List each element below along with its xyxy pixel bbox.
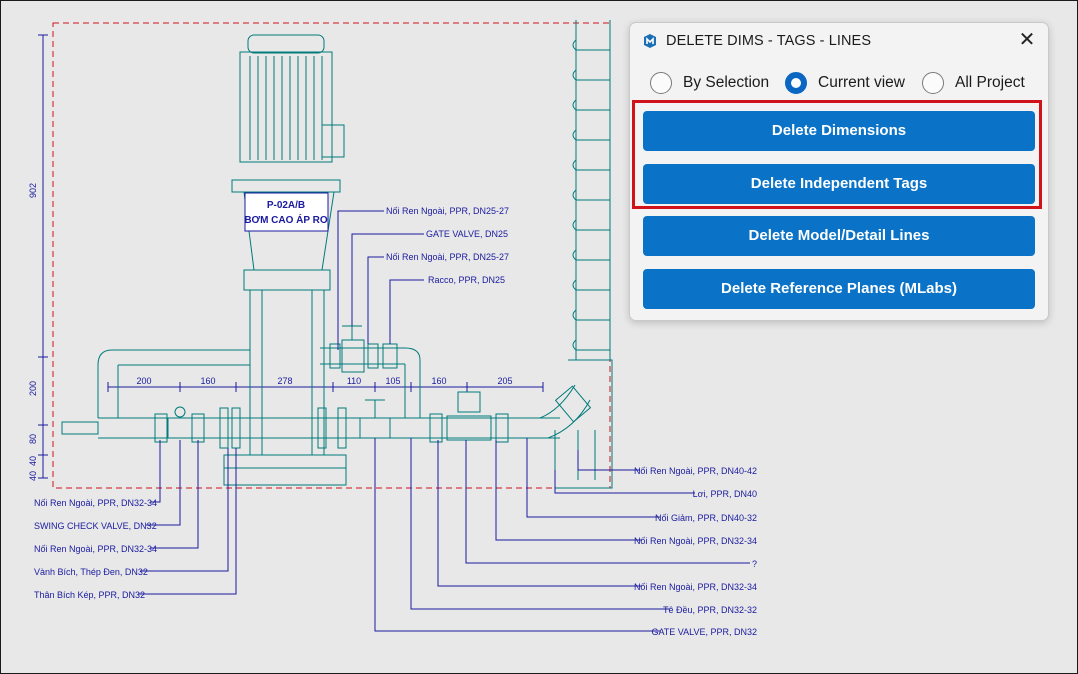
radio-selected-icon[interactable] (785, 72, 807, 94)
label-top-3: Racco, PPR, DN25 (428, 275, 505, 285)
vdim-40b: 40 (28, 471, 38, 481)
close-icon[interactable]: ✕ (1018, 29, 1036, 51)
crop-region-boundary[interactable] (52, 22, 611, 489)
vdim-200: 200 (28, 381, 38, 396)
label-left-0: Nối Ren Ngoài, PPR, DN32-34 (34, 498, 157, 508)
dialog-title: DELETE DIMS - TAGS - LINES (666, 33, 872, 49)
vdim-80: 80 (28, 434, 38, 444)
red-highlight-box (632, 100, 1042, 209)
delete-reference-planes-button[interactable]: Delete Reference Planes (MLabs) (643, 269, 1035, 309)
label-right-4: ? (752, 559, 757, 569)
label-top-2: Nối Ren Ngoài, PPR, DN25-27 (386, 252, 509, 262)
label-right-6: Tê Đều, PPR, DN32-32 (663, 605, 757, 615)
label-left-1: SWING CHECK VALVE, DN32 (34, 521, 157, 531)
label-left-3: Vành Bích, Thép Đen, DN32 (34, 567, 148, 577)
vdim-902: 902 (28, 183, 38, 198)
delete-model-detail-lines-button[interactable]: Delete Model/Detail Lines (643, 216, 1035, 256)
horizontal-dimension[interactable] (107, 382, 544, 392)
radio-label: All Project (955, 74, 1025, 91)
pump-equipment[interactable] (223, 34, 347, 486)
radio-label: Current view (818, 74, 905, 91)
radio-circle-icon[interactable] (650, 72, 672, 94)
label-right-7: GATE VALVE, PPR, DN32 (651, 627, 757, 637)
hdim-105: 105 (385, 376, 400, 386)
hdim-278: 278 (277, 376, 292, 386)
label-top-0: Nối Ren Ngoài, PPR, DN25-27 (386, 206, 509, 216)
hdim-160a: 160 (200, 376, 215, 386)
annotation-leaders[interactable] (138, 210, 750, 632)
delete-independent-tags-button[interactable]: Delete Independent Tags (643, 164, 1035, 204)
radio-circle-icon[interactable] (922, 72, 944, 94)
label-left-2: Nối Ren Ngoài, PPR, DN32-34 (34, 544, 157, 554)
equipment-tag-line1: P-02A/B (267, 200, 305, 211)
equipment-tag-line2: BƠM CAO ÁP RO (244, 213, 328, 226)
label-right-1: Lơi, PPR, DN40 (693, 489, 757, 499)
label-right-3: Nối Ren Ngoài, PPR, DN32-34 (634, 536, 757, 546)
vertical-dimension[interactable] (38, 34, 48, 479)
label-right-0: Nối Ren Ngoài, PPR, DN40-42 (634, 466, 757, 476)
delete-dims-dialog: DELETE DIMS - TAGS - LINES ✕ By Selectio… (629, 22, 1049, 321)
label-top-1: GATE VALVE, DN25 (426, 229, 508, 239)
label-right-5: Nối Ren Ngoài, PPR, DN32-34 (634, 582, 757, 592)
hdim-200: 200 (136, 376, 151, 386)
hdim-110: 110 (347, 376, 361, 386)
vdim-40a: 40 (28, 456, 38, 466)
mlabs-logo-icon (644, 34, 656, 48)
piping[interactable] (61, 20, 613, 489)
delete-dimensions-button[interactable]: Delete Dimensions (643, 111, 1035, 151)
label-right-2: Nối Giảm, PPR, DN40-32 (655, 513, 757, 523)
radio-label: By Selection (683, 74, 770, 91)
equipment-tag-box[interactable] (244, 192, 329, 232)
hdim-160b: 160 (431, 376, 446, 386)
label-left-4: Thân Bích Kép, PPR, DN32 (34, 590, 145, 600)
hdim-205: 205 (497, 376, 512, 386)
